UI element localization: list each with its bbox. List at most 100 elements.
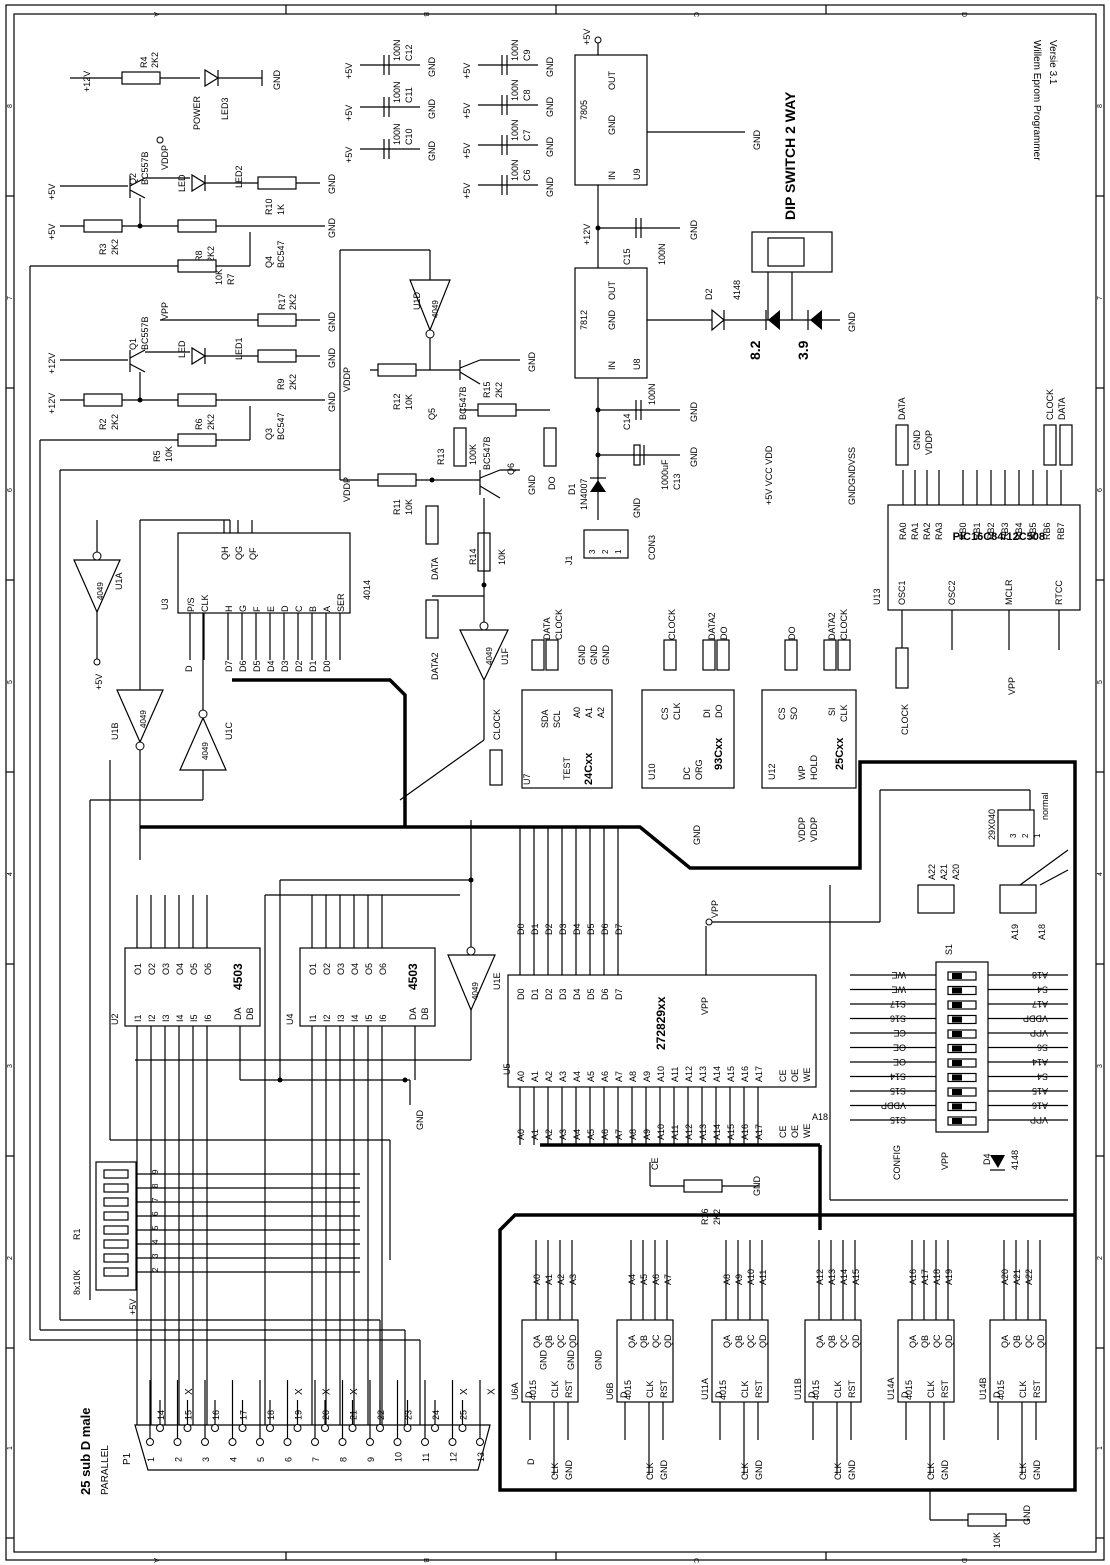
cap-value-r-0: 100N <box>510 39 520 61</box>
p1-gnd-0: GND <box>539 1350 549 1371</box>
label-gnd-c15: GND <box>689 220 699 241</box>
counter-type-1: 4015 <box>623 1380 633 1400</box>
u5-addr-6: A6 <box>600 1071 610 1082</box>
u4-type: 4503 <box>406 963 420 990</box>
svg-text:5: 5 <box>151 1225 160 1230</box>
label-a18: A18 <box>1037 924 1047 940</box>
label-r4: R4 <box>139 56 149 68</box>
label-data2-u12: DATA2 <box>827 612 837 640</box>
buf0-out-2: O3 <box>161 963 171 975</box>
label-plus5v-cap-l-2: +5V <box>344 147 354 163</box>
p1-pin-12: 12 <box>449 1452 459 1462</box>
label-gnd-6: GND <box>327 392 337 413</box>
u5-addr-line-14: A14 <box>712 1124 722 1140</box>
counter-input-d: D <box>526 1458 536 1465</box>
u5-data-line-7: D7 <box>614 923 624 935</box>
label-data-1: DATA <box>430 557 440 580</box>
label-r2-value: 2K2 <box>110 414 120 430</box>
u5-addr-line-13: A13 <box>698 1124 708 1140</box>
q6-ref: Q6 <box>506 463 516 475</box>
row-number-left-1: 1 <box>7 1446 14 1450</box>
counter-4-out-3: A19 <box>944 1269 954 1285</box>
label-r8-value: 2K2 <box>206 246 216 262</box>
buf0-out-5: O6 <box>203 963 213 975</box>
counter-2-clk: CLK <box>740 1380 750 1398</box>
label-gnd-cap-r-3: GND <box>545 177 555 198</box>
ic-u13-pic <box>887 504 1081 611</box>
counter-1-rst: RST <box>659 1379 669 1398</box>
cap-ref-c12: C12 <box>404 44 414 61</box>
label-led-1: LED <box>177 340 187 358</box>
pic-pin-ra2: RA2 <box>922 522 932 540</box>
label-gnd-c14: GND <box>689 402 699 423</box>
jumper-a20-a22[interactable] <box>917 884 955 914</box>
c15-ref: C15 <box>622 248 632 265</box>
row-number-right-1: 1 <box>1097 1446 1104 1450</box>
ic-counter-u14a <box>897 1319 955 1403</box>
u10-dc: DC <box>682 767 692 780</box>
u12-so: SO <box>789 707 799 720</box>
pic-pin-bot-1: OSC2 <box>947 580 957 605</box>
buf1-in-3: I4 <box>350 1014 360 1022</box>
counter-0-q-2: QC <box>556 1334 566 1348</box>
col-letter-b: B <box>422 12 429 17</box>
eprom-section: U5 272829xx D0D0D1D1D2D2D3D3D4D4D5D5D6D6… <box>502 827 880 1145</box>
counter-3-clk-line: CLK <box>833 1462 843 1480</box>
col-letter-d: D <box>960 12 967 17</box>
jumper-a18-a19[interactable] <box>999 884 1037 914</box>
counter-2-out-0: A8 <box>722 1274 732 1285</box>
cap-value-r-2: 100N <box>510 119 520 141</box>
counter-type-2: 4015 <box>718 1380 728 1400</box>
counter-2-out-3: A11 <box>758 1270 768 1285</box>
connector-subtitle: PARALLEL <box>100 1445 111 1495</box>
p1-pin-11: 11 <box>421 1453 431 1462</box>
u3-pin-bot-5: E <box>266 606 276 612</box>
u5-we-line: WE <box>802 1124 812 1139</box>
r13-ref: R13 <box>436 448 446 465</box>
u3-pin-bot-1: CLK <box>200 594 210 612</box>
u1f-ref: U1F <box>500 647 510 665</box>
label-vddp-2: VDDP <box>342 367 352 392</box>
buf0-in-4: I5 <box>189 1014 199 1022</box>
counter-4-rst: RST <box>940 1379 950 1398</box>
p1-pin-25: 25 <box>459 1410 469 1420</box>
u13-type: PIC16C84/12C508 <box>953 531 1045 543</box>
svg-text:3: 3 <box>588 549 597 554</box>
row-number-right-3: 3 <box>1097 1064 1104 1068</box>
p1-pin-9: 9 <box>366 1457 376 1462</box>
buf0-in-5: I6 <box>203 1014 213 1022</box>
u7-a1: A1 <box>584 707 594 718</box>
u3-line-3: D5 <box>252 660 262 672</box>
pic-pin-ra3: RA3 <box>934 522 944 540</box>
counter-1-q-0: QA <box>627 1335 637 1348</box>
cap-value-l-2: 100N <box>392 123 402 145</box>
u3-line-0: D <box>184 665 194 672</box>
counter-1-out-0: A4 <box>627 1274 637 1285</box>
r14-ref: R14 <box>468 548 478 565</box>
u5-addr-line-10: A10 <box>656 1124 666 1140</box>
label-plus12v-2: +12V <box>47 353 57 374</box>
label-gnd-pic: GND <box>912 430 922 451</box>
label-ce: CE <box>650 1157 660 1170</box>
dip-switch[interactable] <box>751 231 833 273</box>
counter-1-d: D <box>619 1391 629 1398</box>
pic-pin-bot-3: RTCC <box>1054 580 1064 605</box>
serial-eeprom-section: U7 24Cxx SDA SCL A0 A1 A2 TEST DATA CLOC… <box>489 609 857 845</box>
q5-type: BC547B <box>458 386 468 420</box>
u3-pin-bot-0: P/S <box>186 597 196 612</box>
counter-2-out-2: A10 <box>746 1269 756 1285</box>
counter-4-out-2: A18 <box>932 1269 942 1285</box>
counter-ref-1: U6B <box>605 1382 615 1400</box>
label-q3-type: BC547 <box>276 412 286 440</box>
u5-addr-line-11: A11 <box>670 1125 680 1140</box>
u3-pin-bot-4: F <box>252 606 262 612</box>
r12-ref: R12 <box>392 393 402 410</box>
label-gnd-cap-l-0: GND <box>427 57 437 78</box>
u10-cs: CS <box>660 707 670 720</box>
u8-out: OUT <box>607 281 617 301</box>
u7-a0: A0 <box>572 707 582 718</box>
label-vpp-cfg: VPP <box>940 1152 950 1170</box>
jumper-29x040[interactable] <box>997 809 1035 847</box>
